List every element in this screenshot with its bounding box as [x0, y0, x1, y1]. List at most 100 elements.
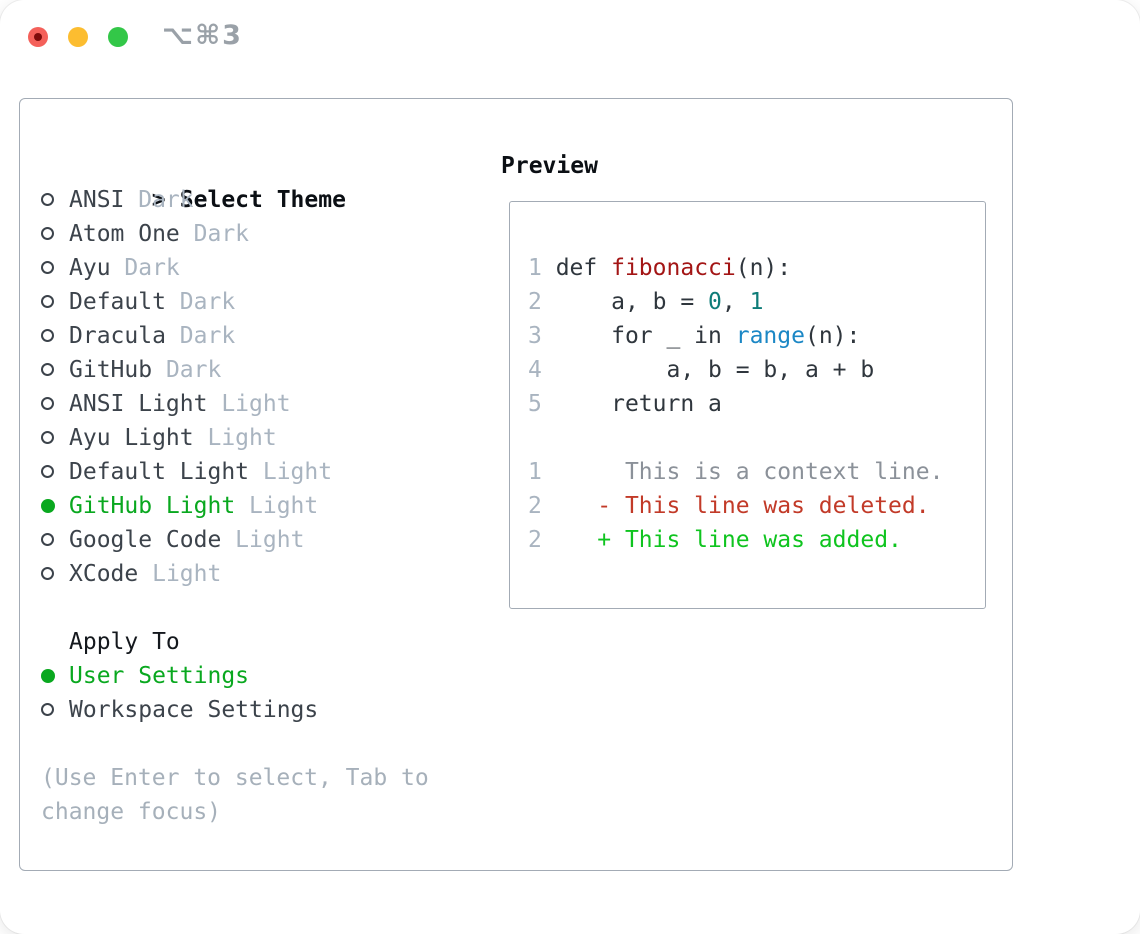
- theme-name: ANSI Light: [69, 391, 208, 417]
- line-number: 3: [528, 323, 542, 349]
- code-line: 4 a, b = b, a + b: [528, 353, 973, 387]
- code-token: return a: [541, 391, 722, 417]
- code-token: range: [735, 323, 805, 349]
- apply-option-label: Workspace Settings: [69, 697, 319, 723]
- theme-name: Dracula: [69, 323, 166, 349]
- radio-icon: [41, 421, 69, 455]
- code-token: a, b = b, a + b: [541, 357, 875, 383]
- theme-variant-tag: Light: [249, 459, 333, 485]
- theme-item-ansi[interactable]: ANSI Dark: [41, 183, 501, 217]
- radio-selected-icon: [41, 489, 69, 523]
- code-line: 1 This is a context line.: [528, 455, 973, 489]
- code-line: 2 + This line was added.: [528, 523, 973, 557]
- code-line: 3 for _ in range(n):: [528, 319, 973, 353]
- theme-variant-tag: Dark: [165, 323, 236, 349]
- theme-name: GitHub: [69, 357, 153, 383]
- code-line: 2 a, b = 0, 1: [528, 285, 973, 319]
- line-number: 4: [528, 357, 542, 383]
- close-dot-icon: [34, 33, 42, 41]
- code-token: def: [541, 255, 612, 281]
- line-number: 2: [528, 527, 542, 553]
- apply-option-workspace-settings[interactable]: Workspace Settings: [41, 693, 501, 727]
- theme-item-ansi-light[interactable]: ANSI Light Light: [41, 387, 501, 421]
- radio-icon: [41, 557, 69, 591]
- radio-icon: [41, 251, 69, 285]
- code-line: [528, 421, 973, 455]
- theme-variant-tag: Dark: [165, 289, 236, 315]
- theme-variant-tag: Dark: [152, 357, 222, 383]
- window-title: ⌥⌘3: [162, 20, 243, 51]
- radio-icon: [41, 387, 69, 421]
- radio-icon: [41, 183, 69, 217]
- theme-name: Atom One: [69, 221, 180, 247]
- line-number: 1: [528, 459, 542, 485]
- minimize-button[interactable]: [68, 27, 88, 47]
- theme-variant-tag: Dark: [110, 255, 180, 281]
- apply-option-user-settings[interactable]: User Settings: [41, 659, 501, 693]
- zoom-button[interactable]: [108, 27, 128, 47]
- theme-name: Google Code: [69, 527, 222, 553]
- theme-item-github-light[interactable]: GitHub Light Light: [41, 489, 501, 523]
- code-token: for _ in: [541, 323, 736, 349]
- theme-name: Ayu Light: [69, 425, 194, 451]
- code-line: 5 return a: [528, 387, 973, 421]
- radio-icon: [41, 353, 69, 387]
- hint-line: change focus): [41, 799, 222, 825]
- theme-item-xcode[interactable]: XCode Light: [41, 557, 501, 591]
- code-token: - This line was deleted.: [541, 493, 930, 519]
- code-line: 1 def fibonacci(n):: [528, 251, 973, 285]
- radio-icon: [41, 285, 69, 319]
- hint-line: (Use Enter to select, Tab to: [41, 765, 429, 791]
- code-token: (n):: [735, 255, 792, 281]
- line-number: 2: [528, 493, 542, 519]
- radio-icon: [41, 319, 69, 353]
- theme-item-default-light[interactable]: Default Light Light: [41, 455, 501, 489]
- theme-name: Ayu: [69, 255, 111, 281]
- theme-item-atom-one[interactable]: Atom One Dark: [41, 217, 501, 251]
- code-line: 2 - This line was deleted.: [528, 489, 973, 523]
- theme-selector-header: > Select Theme: [41, 149, 501, 213]
- theme-item-default[interactable]: Default Dark: [41, 285, 501, 319]
- spacer: [41, 591, 501, 625]
- radio-icon: [41, 523, 69, 557]
- preview-header: Preview: [501, 153, 598, 179]
- theme-variant-tag: Light: [207, 391, 291, 417]
- theme-item-ayu[interactable]: Ayu Dark: [41, 251, 501, 285]
- code-token: 1: [749, 289, 764, 315]
- radio-icon: [41, 455, 69, 489]
- spacer: [41, 727, 501, 761]
- code-token: + This line was added.: [541, 527, 902, 553]
- theme-variant-tag: Light: [221, 527, 305, 553]
- radio-selected-icon: [41, 659, 69, 693]
- apply-option-label: User Settings: [69, 663, 250, 689]
- prompt-icon: >: [151, 187, 166, 213]
- radio-icon: [41, 217, 69, 251]
- close-button[interactable]: [28, 27, 48, 47]
- line-number: 5: [528, 391, 542, 417]
- theme-name: Default: [69, 289, 166, 315]
- theme-name: XCode: [69, 561, 139, 587]
- apply-to-header: Apply To: [69, 629, 180, 655]
- theme-name: ANSI: [69, 187, 125, 213]
- line-number: 2: [528, 289, 542, 315]
- titlebar: ⌥⌘3: [0, 0, 1140, 75]
- line-number: 1: [528, 255, 542, 281]
- theme-item-google-code[interactable]: Google Code Light: [41, 523, 501, 557]
- code-token: This is a context line.: [541, 459, 944, 485]
- radio-icon: [41, 693, 69, 727]
- theme-name: GitHub Light: [69, 493, 236, 519]
- theme-item-dracula[interactable]: Dracula Dark: [41, 319, 501, 353]
- theme-variant-tag: Dark: [124, 187, 194, 213]
- code-token: ,: [721, 289, 750, 315]
- code-token: fibonacci: [611, 255, 736, 281]
- theme-selector-title: Select Theme: [179, 187, 346, 213]
- theme-item-github[interactable]: GitHub Dark: [41, 353, 501, 387]
- theme-item-ayu-light[interactable]: Ayu Light Light: [41, 421, 501, 455]
- theme-variant-tag: Light: [193, 425, 277, 451]
- theme-variant-tag: Light: [235, 493, 319, 519]
